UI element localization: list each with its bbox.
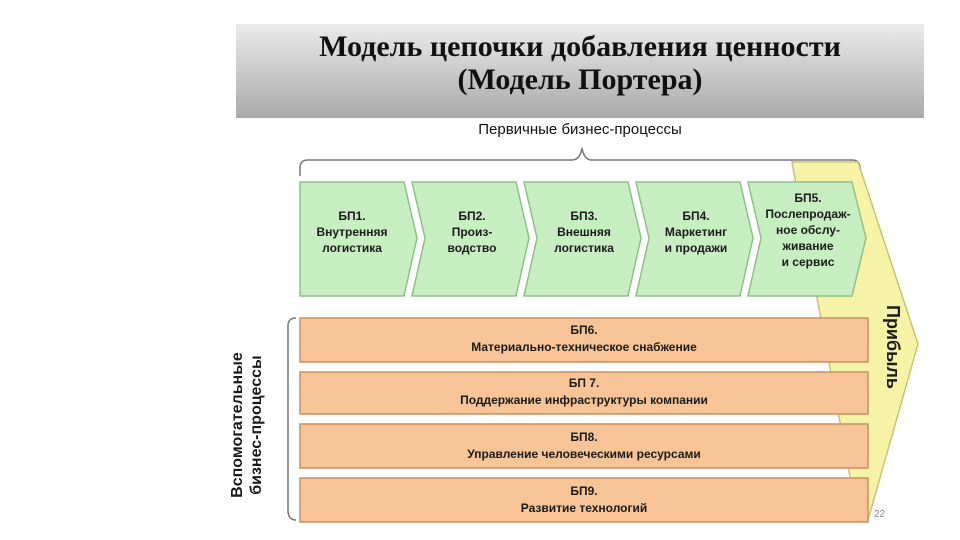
primary-process-2: БП2. Произ- водство <box>424 208 520 256</box>
process-code: БП 7. <box>568 376 600 390</box>
primary-chevron-1 <box>299 181 418 297</box>
process-code: БП1. <box>338 209 366 223</box>
process-name-line: логистика <box>322 241 382 255</box>
support-bar-1 <box>299 317 869 363</box>
process-name-line: Послепродаж- <box>765 207 851 221</box>
support-processes-label: Вспомогательные бизнес-процессы <box>228 340 278 510</box>
process-name: Материально-техническое снабжение <box>471 340 697 354</box>
process-code: БП4. <box>682 209 710 223</box>
process-name-line: водство <box>447 241 497 255</box>
process-name: Управление человеческими ресурсами <box>467 447 701 461</box>
process-name-line: Внутренняя <box>316 225 388 239</box>
primary-chevron-2 <box>411 181 530 297</box>
process-name-line: и сервис <box>781 255 835 269</box>
support-process-2: БП 7. Поддержание инфраструктуры компани… <box>300 375 868 409</box>
process-name-line: ное обслу- <box>776 223 840 237</box>
title-line-2: (Модель Портера) <box>457 63 703 96</box>
process-code: БП8. <box>570 430 598 444</box>
support-brace <box>287 317 297 521</box>
process-name-line: и продажи <box>664 241 728 255</box>
process-name-line: живание <box>782 239 834 253</box>
primary-chevron-4 <box>635 181 754 297</box>
profit-label: Прибыль <box>883 305 903 389</box>
primary-chevron-3 <box>523 181 642 297</box>
primary-process-1: БП1. Внутренняя логистика <box>302 208 402 256</box>
process-code: БП5. <box>794 191 822 205</box>
process-code: БП9. <box>570 484 598 498</box>
support-label-line-1: Вспомогательные <box>229 352 246 498</box>
process-name-line: Маркетинг <box>664 225 728 239</box>
primary-chevron-5 <box>747 181 867 297</box>
primary-brace <box>299 147 861 176</box>
process-name-line: логистика <box>554 241 614 255</box>
process-code: БП6. <box>570 323 598 337</box>
title-banner: Модель цепочки добавления ценности (Моде… <box>236 24 924 118</box>
process-code: БП2. <box>458 209 486 223</box>
support-process-3: БП8. Управление человеческими ресурсами <box>300 429 868 463</box>
primary-processes-label: Первичные бизнес-процессы <box>478 121 682 138</box>
title-line-1: Модель цепочки добавления ценности <box>319 30 841 63</box>
primary-process-3: БП3. Внешняя логистика <box>536 208 632 256</box>
support-label-line-2: бизнес-процессы <box>248 355 265 495</box>
process-name-line: Внешняя <box>557 225 611 239</box>
process-code: БП3. <box>570 209 598 223</box>
support-process-4: БП9. Развитие технологий <box>300 483 868 517</box>
support-process-1: БП6. Материально-техническое снабжение <box>300 322 868 356</box>
support-bar-4 <box>299 477 869 523</box>
primary-process-4: БП4. Маркетинг и продажи <box>648 208 744 256</box>
page-title: Модель цепочки добавления ценности (Моде… <box>236 30 924 96</box>
process-name: Развитие технологий <box>520 501 648 515</box>
support-bar-2 <box>299 371 869 415</box>
primary-process-5: БП5. Послепродаж- ное обслу- живание и с… <box>758 190 858 270</box>
process-name: Поддержание инфраструктуры компании <box>460 393 708 407</box>
page-number: 22 <box>874 509 886 520</box>
support-bar-3 <box>299 423 869 469</box>
process-name-line: Произ- <box>451 225 493 239</box>
